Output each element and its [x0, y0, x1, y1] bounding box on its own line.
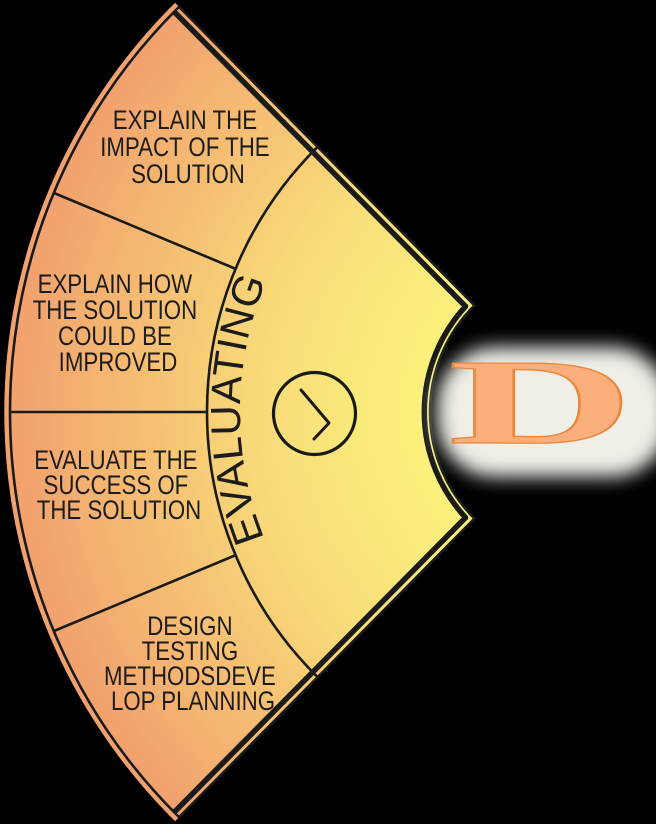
segment-divider-1 [53, 191, 237, 271]
segment-label-line: IMPROVED [59, 348, 178, 377]
segment-label-line: COULD BE [58, 322, 172, 351]
segment-label-line: LOP PLANNING [111, 687, 275, 716]
clock-hands [299, 388, 331, 441]
hub-letter: D [448, 334, 635, 471]
segment-label-line: EXPLAIN HOW [38, 270, 193, 299]
svg-text:EXPLAIN HOW THE SOLUTION: EXPLAIN HOW THE SOLUTION COULD BE IMPROV… [33, 270, 204, 377]
segment-label-line: TESTING [142, 637, 238, 666]
segment-label-line: SOLUTION [131, 160, 245, 189]
segment-divider-3 [53, 553, 237, 633]
segment-label-line: SUCCESS OF [44, 471, 189, 500]
svg-text:EVALUATE THE SUCCESS OF: EVALUATE THE SUCCESS OF THE SOLUTION [34, 446, 203, 525]
segment-label-line: IMPACT OF THE [100, 133, 269, 162]
ring-boundary-arc [205, 145, 319, 679]
segment-label-line: EVALUATE THE [34, 446, 197, 475]
hub-glow [437, 347, 656, 477]
fan-sector [8, 4, 477, 820]
segment-label-success: EVALUATE THE SUCCESS OF THE SOLUTION [34, 446, 203, 525]
segment-label-line: DESIGN [147, 612, 232, 641]
segment-label-line: THE SOLUTION [37, 496, 201, 525]
segment-label-line: METHODSDEVE [104, 662, 276, 691]
svg-text:DESIGN TESTING MET: DESIGN TESTING METHODSDEVE LOP PLANNING [104, 612, 282, 716]
segment-label-line: THE SOLUTION [33, 296, 197, 325]
hub-letter-glyph: D [448, 335, 633, 470]
segment-label-design-testing: DESIGN TESTING METHODSDEVE LOP PLANNING [104, 612, 282, 716]
clock-face [271, 370, 358, 457]
clock-icon [271, 370, 358, 457]
segment-label-improved: EXPLAIN HOW THE SOLUTION COULD BE IMPROV… [33, 270, 204, 377]
segment-label-impact: EXPLAIN THE IMPACT OF THE SOLUTION [100, 106, 276, 189]
segment-label-line: EXPLAIN THE [113, 106, 257, 135]
sector-thick-edge [172, 9, 469, 815]
svg-text:EXPLAIN THE IMPACT OF TH: EXPLAIN THE IMPACT OF THE SOLUTION [100, 106, 276, 189]
